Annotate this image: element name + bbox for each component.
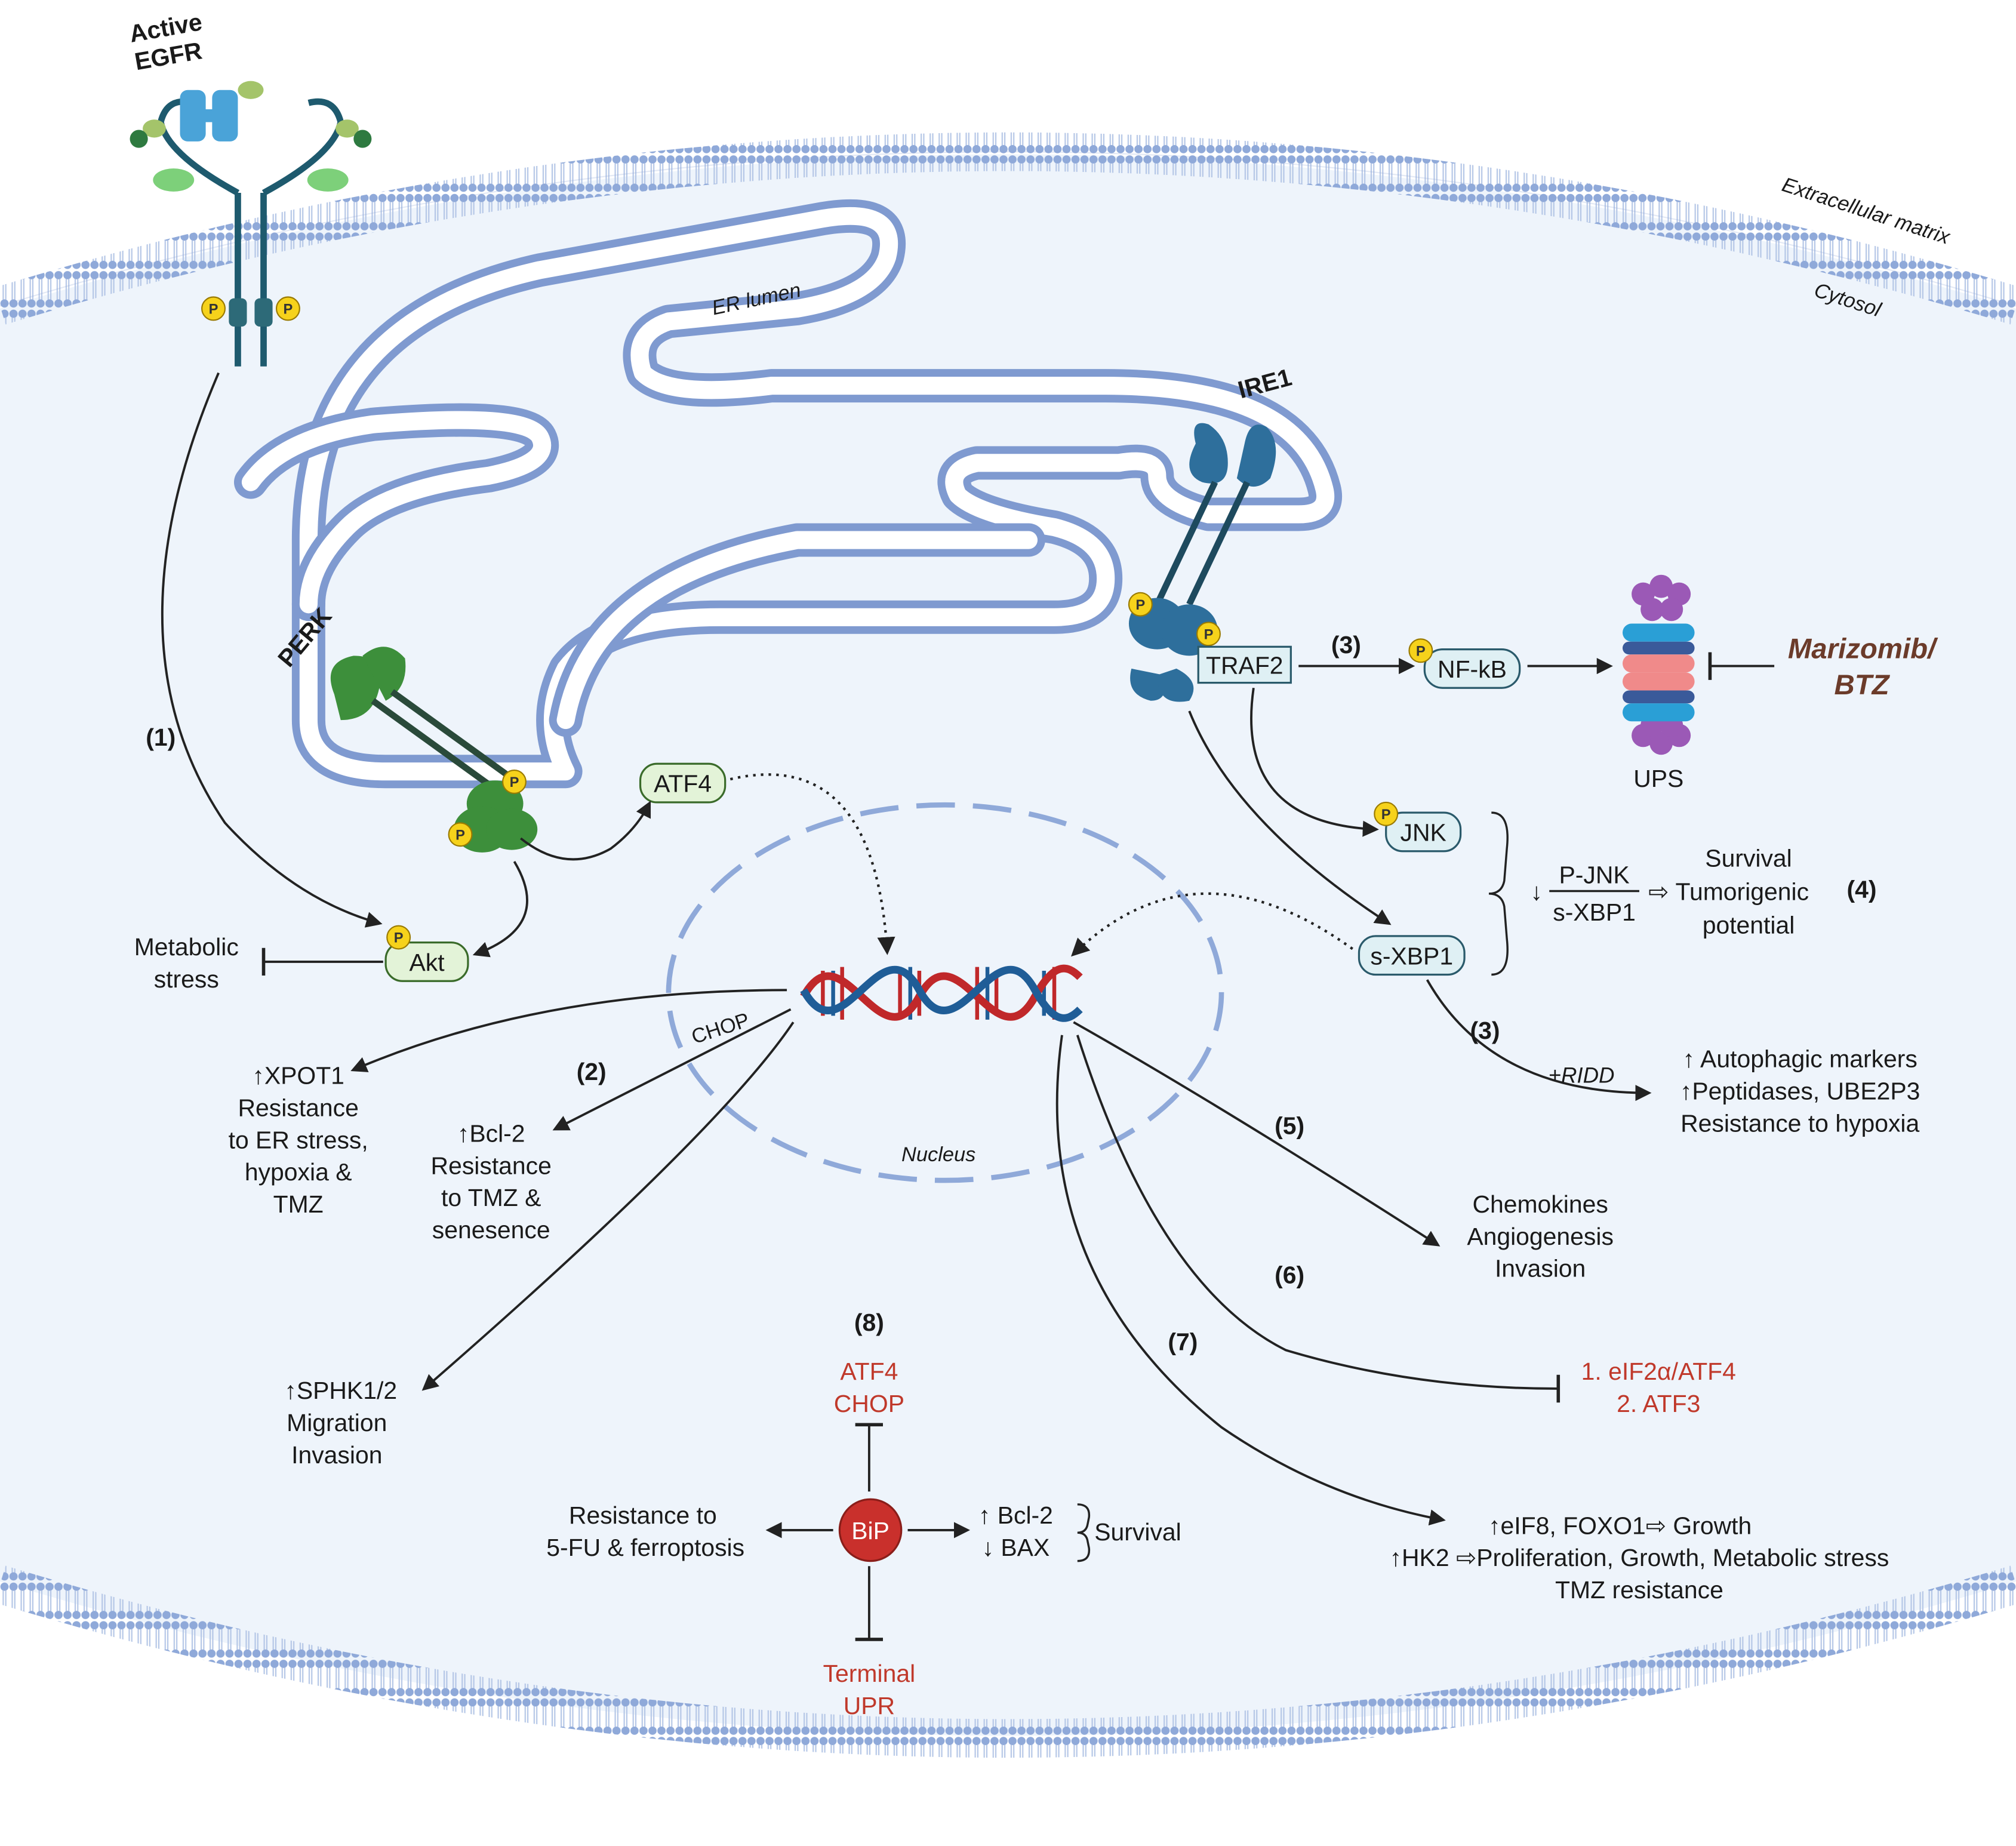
bip-label: BiP [851, 1517, 889, 1545]
traf2-label: TRAF2 [1206, 652, 1284, 679]
perk-phospho-label-1: P [510, 775, 519, 790]
sphk-line-3: Invasion [291, 1441, 382, 1469]
ratio-output-survival: Survival [1705, 845, 1792, 872]
akt-phospho-label: P [394, 931, 404, 946]
endoplasmic-reticulum [233, 199, 1343, 789]
jnk-box [1385, 811, 1462, 853]
ridd-label: +RIDD [1549, 1063, 1615, 1087]
nfkb-phospho-label: P [1416, 644, 1426, 659]
step-3a-label: (3) [1331, 631, 1361, 659]
pathway-edges [161, 372, 1775, 1641]
egfr-phospho-label-right: P [284, 302, 293, 318]
step-8-label: (8) [854, 1309, 884, 1336]
akt-label: Akt [409, 949, 445, 976]
eif8-line-2: ↑HK2 ⇨Proliferation, Growth, Metabolic s… [1390, 1544, 1889, 1571]
ire1-receptor: P P [1128, 423, 1276, 702]
ridd-outcome-3: Resistance to hypoxia [1680, 1109, 1919, 1137]
akt-box [384, 942, 469, 982]
plasma-membrane-bottom [0, 1565, 2016, 1758]
step-1-label: (1) [146, 724, 176, 751]
step-6-label: (6) [1275, 1261, 1304, 1288]
bip-resistance-line-2: 5-FU & ferroptosis [546, 1534, 744, 1561]
bip-node [838, 1498, 903, 1562]
chemokines-line-2: Angiogenesis [1467, 1223, 1614, 1250]
bcl2-line-4: senesence [432, 1216, 550, 1244]
ire1-phospho-label-1: P [1135, 598, 1145, 613]
marizomib-label-1: Marizomib/ [1788, 633, 1938, 665]
nfkb-box [1423, 648, 1521, 689]
ratio-denominator: s-XBP1 [1553, 899, 1636, 926]
perk-receptor: P P [330, 647, 538, 853]
bcl2-line-2: Resistance [431, 1152, 552, 1179]
eif2-line-1: 1. eIF2α/ATF4 [1581, 1358, 1736, 1385]
xpot1-line-4: hypoxia & [245, 1158, 352, 1186]
bip-inhibits-chop: CHOP [834, 1390, 904, 1417]
terminal-upr-line-2: UPR [844, 1692, 895, 1719]
step-4-label: (4) [1847, 875, 1877, 903]
dna-helix [800, 964, 1083, 1022]
eif8-line-3: TMZ resistance [1555, 1576, 1723, 1604]
marizomib-label-2: BTZ [1835, 669, 1891, 701]
plasma-membrane-top [0, 132, 2016, 325]
atf4-box [639, 762, 727, 804]
egfr-receptor: P P [130, 81, 372, 367]
xpot1-line-2: Resistance [238, 1094, 358, 1121]
step-5-label: (5) [1275, 1112, 1304, 1140]
sphk-line-1: ↑SPHK1/2 [284, 1377, 397, 1404]
eif8-line-1: ↑eIF8, FOXO1⇨ Growth [1488, 1512, 1752, 1539]
bcl2-line-3: to TMZ & [441, 1184, 541, 1211]
bcl2-line-1: ↑Bcl-2 [457, 1119, 525, 1147]
chemokines-line-3: Invasion [1495, 1255, 1586, 1282]
bip-survival: Survival [1094, 1518, 1181, 1546]
bip-resistance-line-1: Resistance to [569, 1502, 717, 1529]
perk-phospho-label-2: P [455, 827, 465, 843]
xpot1-line-3: to ER stress, [229, 1126, 368, 1153]
bip-inhibits-atf4: ATF4 [840, 1358, 898, 1385]
sxbp1-box [1358, 935, 1466, 976]
metabolic-stress-label-2: stress [154, 965, 219, 993]
ups-label: UPS [1633, 765, 1683, 792]
jnk-phospho-label: P [1381, 807, 1391, 823]
sphk-line-2: Migration [287, 1409, 387, 1436]
bip-bcl2: ↑ Bcl-2 [978, 1502, 1053, 1529]
xpot1-line-5: TMZ [273, 1190, 324, 1218]
ratio-down-arrow: ↓ [1530, 878, 1542, 906]
sxbp1-label: s-XBP1 [1370, 942, 1453, 970]
atf4-label: ATF4 [654, 770, 712, 798]
ups-proteasome [1622, 574, 1695, 755]
step-3b-label: (3) [1470, 1017, 1500, 1044]
ridd-outcome-1: ↑ Autophagic markers [1683, 1045, 1917, 1073]
ratio-output-potential: potential [1703, 912, 1795, 939]
nfkb-label: NF-kB [1438, 656, 1507, 683]
eif2-line-2: 2. ATF3 [1617, 1390, 1700, 1417]
egfr-phospho-label-left: P [209, 302, 218, 318]
jnk-label: JNK [1401, 819, 1446, 847]
bip-bax: ↓ BAX [982, 1534, 1050, 1561]
step-2-label: (2) [577, 1058, 607, 1085]
xpot1-line-1: ↑XPOT1 [252, 1062, 344, 1090]
metabolic-stress-label-1: Metabolic [134, 933, 239, 961]
ire1-phospho-label-2: P [1204, 627, 1214, 642]
traf2-box [1197, 645, 1292, 684]
ratio-output-tumorigenic: Tumorigenic [1675, 878, 1809, 906]
ridd-outcome-2: ↑Peptidases, UBE2P3 [1680, 1077, 1920, 1104]
terminal-upr-line-1: Terminal [823, 1660, 916, 1687]
ratio-numerator: P-JNK [1559, 862, 1629, 889]
nucleus-envelope [666, 802, 1224, 1183]
cell-body [0, 154, 2016, 1736]
step-7-label: (7) [1168, 1328, 1198, 1355]
nucleus-label: Nucleus [901, 1143, 975, 1166]
chemokines-line-1: Chemokines [1472, 1190, 1608, 1218]
ratio-implies-arrow: ⇨ [1648, 878, 1669, 906]
